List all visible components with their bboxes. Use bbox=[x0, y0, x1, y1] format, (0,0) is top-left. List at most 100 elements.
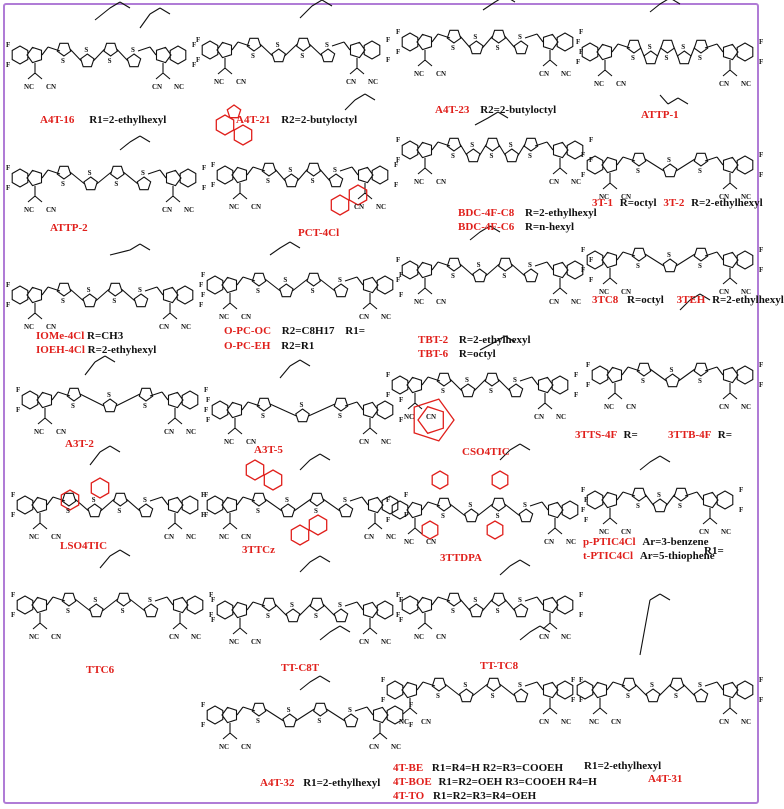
atom-label: CN bbox=[719, 193, 729, 201]
atom-label: NC bbox=[414, 178, 424, 186]
atom-label: CN bbox=[549, 178, 559, 186]
atom-label: CN bbox=[426, 538, 436, 546]
atom-label: F bbox=[589, 256, 593, 264]
atom-label: CN bbox=[621, 288, 631, 296]
atom-label: F bbox=[209, 611, 213, 619]
atom-label: S bbox=[451, 272, 455, 280]
atom-label: S bbox=[657, 491, 661, 499]
atom-label: CN bbox=[164, 428, 174, 436]
atom-label: CN bbox=[699, 528, 709, 536]
atom-label: CN bbox=[251, 203, 261, 211]
atom-label: S bbox=[490, 152, 494, 160]
atom-label: F bbox=[396, 611, 400, 619]
atom-label: CN bbox=[436, 178, 446, 186]
atom-label: NC bbox=[594, 80, 604, 88]
compound-a4t-31: R1=2-ethylhexyl bbox=[584, 760, 662, 772]
atom-label: S bbox=[451, 607, 455, 615]
atom-label: F bbox=[571, 676, 575, 684]
atom-label: S bbox=[131, 46, 135, 54]
atom-label: NC bbox=[376, 203, 386, 211]
atom-label: NC bbox=[571, 298, 581, 306]
atom-label: S bbox=[631, 54, 635, 62]
atom-label: S bbox=[648, 43, 652, 51]
atom-label: CN bbox=[354, 203, 364, 211]
compound-iome-4cl: IOMe-4Cl R=CH3 bbox=[36, 330, 124, 342]
compound-p-ptic4cl: p-PTIC4Cl Ar=3-benzene bbox=[583, 536, 709, 548]
atom-label: NC bbox=[556, 413, 566, 421]
atom-label: S bbox=[325, 41, 329, 49]
atom-label: CN bbox=[46, 323, 56, 331]
atom-label: S bbox=[348, 706, 352, 714]
atom-label: CN bbox=[364, 533, 374, 541]
atom-label: S bbox=[496, 44, 500, 52]
atom-label: NC bbox=[741, 718, 751, 726]
compound-t-ptic4cl: t-PTIC4Cl Ar=5-thiophene bbox=[583, 550, 715, 562]
compound-attp-1: ATTP-1 bbox=[641, 109, 679, 121]
atom-label: F bbox=[201, 701, 205, 709]
atom-label: NC bbox=[24, 83, 34, 91]
atom-label: NC bbox=[599, 193, 609, 201]
compound-a4t-16: A4T-16 R1=2-ethylhexyl bbox=[40, 114, 167, 126]
atom-label: NC bbox=[181, 323, 191, 331]
atom-label: S bbox=[678, 502, 682, 510]
atom-label: S bbox=[523, 501, 527, 509]
atom-label: F bbox=[386, 516, 390, 524]
atom-label: NC bbox=[186, 428, 196, 436]
atom-label: F bbox=[6, 184, 10, 192]
atom-label: F bbox=[11, 511, 15, 519]
compound-lso4tic: LSO4TIC bbox=[60, 540, 108, 552]
compound-attp-2: ATTP-2 bbox=[50, 222, 88, 234]
atom-label: S bbox=[681, 43, 685, 51]
atom-label: S bbox=[343, 496, 347, 504]
atom-label: NC bbox=[219, 743, 229, 751]
atom-label: F bbox=[574, 371, 578, 379]
atom-label: CN bbox=[621, 528, 631, 536]
atom-label: F bbox=[211, 161, 215, 169]
compound-o-pc-eh: O-PC-EH R2=R1 bbox=[224, 340, 315, 352]
compound-tt-c8t: TT-C8T bbox=[281, 662, 320, 674]
compound-3t-1-2: 3T-1 R=octyl 3T-2 R=2-ethylhexyl bbox=[592, 197, 763, 209]
atom-label: NC bbox=[229, 638, 239, 646]
atom-label: S bbox=[300, 52, 304, 60]
atom-label: NC bbox=[399, 718, 409, 726]
compound-cso4tic: CSO4TIC bbox=[462, 446, 510, 458]
atom-label: F bbox=[399, 616, 403, 624]
atom-label: S bbox=[287, 706, 291, 714]
atom-label: CN bbox=[159, 323, 169, 331]
atom-label: CN bbox=[51, 533, 61, 541]
atom-label: F bbox=[579, 696, 583, 704]
atom-label: S bbox=[107, 391, 111, 399]
atom-label: CN bbox=[544, 538, 554, 546]
atom-label: F bbox=[581, 151, 585, 159]
atom-label: S bbox=[667, 156, 671, 164]
compound-4t-to: 4T-TO R1=R2=R3=R4=OEH bbox=[393, 790, 537, 802]
atom-label: S bbox=[436, 692, 440, 700]
atom-label: S bbox=[650, 681, 654, 689]
atom-label: S bbox=[338, 276, 342, 284]
atom-label: S bbox=[338, 412, 342, 420]
atom-label: F bbox=[6, 164, 10, 172]
compound-3ttcz: 3TTCz bbox=[242, 544, 275, 556]
atom-label: F bbox=[206, 396, 210, 404]
atom-label: F bbox=[579, 48, 583, 56]
atom-label: F bbox=[192, 41, 196, 49]
atom-label: F bbox=[396, 256, 400, 264]
atom-label: F bbox=[386, 371, 390, 379]
atom-label: F bbox=[394, 181, 398, 189]
atom-label: F bbox=[579, 591, 583, 599]
atom-label: S bbox=[496, 607, 500, 615]
atom-label: F bbox=[386, 496, 390, 504]
atom-label: F bbox=[759, 38, 763, 46]
atom-label: F bbox=[399, 291, 403, 299]
atom-label: S bbox=[108, 57, 112, 65]
atom-label: NC bbox=[599, 288, 609, 296]
atom-label: F bbox=[404, 511, 408, 519]
atom-label: NC bbox=[386, 533, 396, 541]
compound-a4t-32: A4T-32 R1=2-ethylhexyl bbox=[260, 777, 381, 789]
atom-label: F bbox=[201, 271, 205, 279]
atom-label: S bbox=[333, 166, 337, 174]
compound-a4t-21: A4T-21 R2=2-butyloctyl bbox=[236, 114, 358, 126]
atom-label: F bbox=[192, 61, 196, 69]
atom-label: S bbox=[441, 512, 445, 520]
atom-label: F bbox=[581, 506, 585, 514]
